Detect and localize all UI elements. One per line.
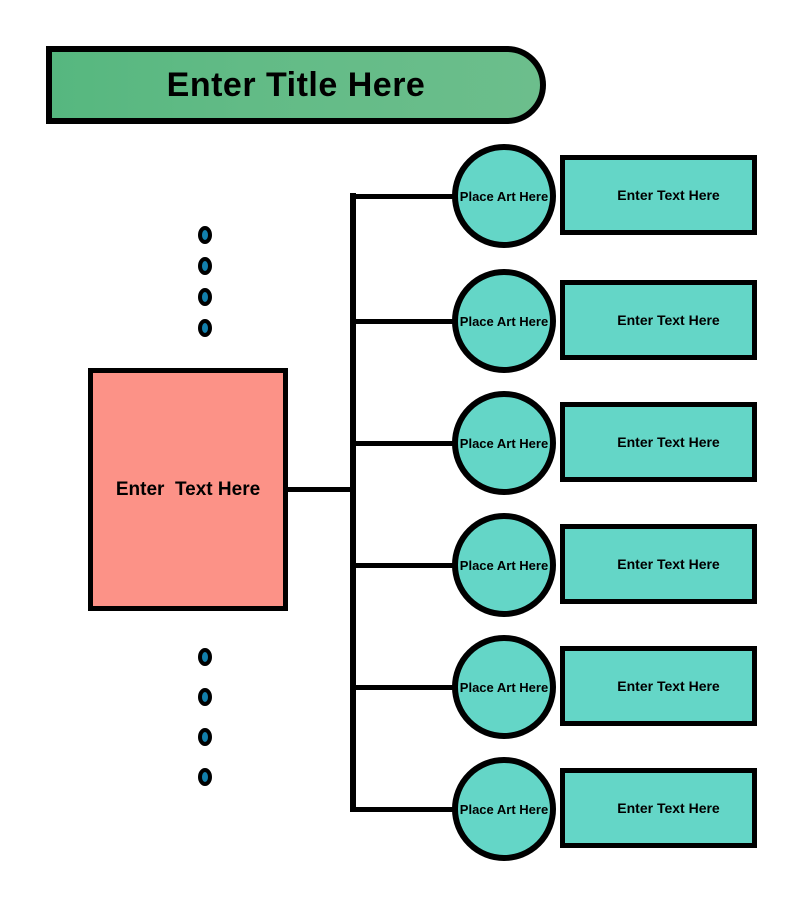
branch-art-label: Place Art Here: [459, 557, 549, 573]
ellipsis-dots-top: [198, 226, 216, 337]
branch-art-label: Place Art Here: [459, 313, 549, 329]
branch-art-label: Place Art Here: [459, 679, 549, 695]
connector-spine: [350, 193, 356, 811]
ellipsis-dot: [198, 728, 212, 746]
ellipsis-dot: [198, 768, 212, 786]
branch-row: Enter Text Here Place Art Here: [450, 143, 760, 249]
branch-text-box[interactable]: Enter Text Here: [560, 646, 757, 726]
connector-branch: [350, 685, 460, 690]
ellipsis-dot: [198, 648, 212, 666]
main-topic-box[interactable]: Enter Text Here: [88, 368, 288, 611]
connector-branch: [350, 319, 460, 324]
connector-branch: [350, 194, 460, 199]
branch-text-box[interactable]: Enter Text Here: [560, 155, 757, 235]
connector-branch: [350, 441, 460, 446]
branch-row: Enter Text Here Place Art Here: [450, 512, 760, 618]
branch-text-label: Enter Text Here: [617, 556, 720, 572]
ellipsis-dot: [198, 688, 212, 706]
title-banner-label: Enter Title Here: [166, 65, 426, 104]
connector-branch: [350, 563, 460, 568]
branch-text-box[interactable]: Enter Text Here: [560, 768, 757, 848]
branch-text-label: Enter Text Here: [617, 678, 720, 694]
branch-art-label: Place Art Here: [459, 801, 549, 817]
branch-text-label: Enter Text Here: [617, 434, 720, 450]
connector-branch: [350, 807, 460, 812]
branch-text-box[interactable]: Enter Text Here: [560, 402, 757, 482]
branch-row: Enter Text Here Place Art Here: [450, 634, 760, 740]
ellipsis-dot: [198, 288, 212, 306]
branch-art-circle[interactable]: Place Art Here: [452, 391, 556, 495]
connector-main-stem: [288, 487, 352, 492]
branch-row: Enter Text Here Place Art Here: [450, 756, 760, 862]
branch-art-label: Place Art Here: [459, 435, 549, 451]
branch-art-circle[interactable]: Place Art Here: [452, 757, 556, 861]
ellipsis-dot: [198, 257, 212, 275]
branch-art-circle[interactable]: Place Art Here: [452, 269, 556, 373]
branch-text-box[interactable]: Enter Text Here: [560, 524, 757, 604]
branch-art-circle[interactable]: Place Art Here: [452, 513, 556, 617]
branch-text-box[interactable]: Enter Text Here: [560, 280, 757, 360]
main-topic-label: Enter Text Here: [115, 478, 261, 500]
branch-text-label: Enter Text Here: [617, 312, 720, 328]
branch-text-label: Enter Text Here: [617, 800, 720, 816]
branch-art-circle[interactable]: Place Art Here: [452, 144, 556, 248]
branch-row: Enter Text Here Place Art Here: [450, 268, 760, 374]
title-banner[interactable]: Enter Title Here: [46, 46, 546, 124]
ellipsis-dot: [198, 226, 212, 244]
ellipsis-dots-bottom: [198, 648, 216, 786]
branch-art-circle[interactable]: Place Art Here: [452, 635, 556, 739]
ellipsis-dot: [198, 319, 212, 337]
branch-row: Enter Text Here Place Art Here: [450, 390, 760, 496]
branch-art-label: Place Art Here: [459, 188, 549, 204]
branch-text-label: Enter Text Here: [617, 187, 720, 203]
